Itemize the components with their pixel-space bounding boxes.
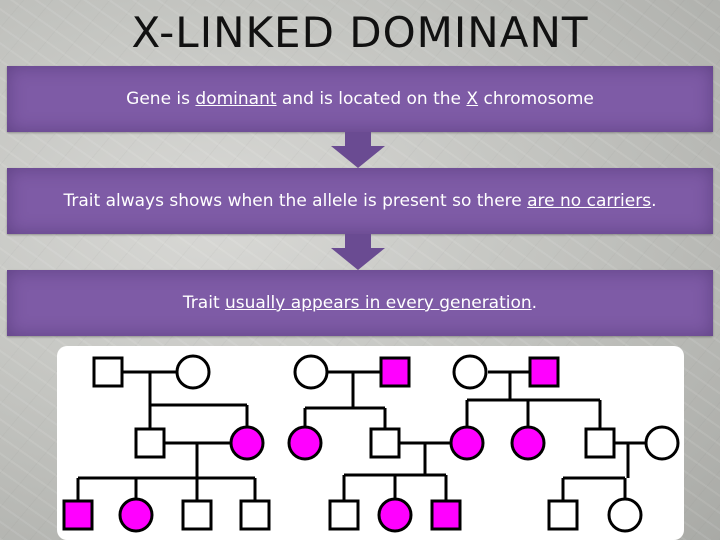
flow-box-every-generation: Trait usually appears in every generatio… bbox=[7, 270, 713, 336]
unaffected-male-square bbox=[584, 427, 616, 459]
unaffected-female-circle bbox=[452, 354, 488, 390]
pedigree-panel bbox=[57, 346, 684, 540]
flow-box-text: Gene is dominant and is located on the X… bbox=[126, 89, 594, 109]
down-arrow-icon bbox=[331, 234, 385, 270]
underlined-term: are no carriers bbox=[527, 191, 652, 211]
affected-male-square bbox=[62, 499, 94, 531]
flow-box-location: Gene is dominant and is located on the X… bbox=[7, 66, 713, 132]
flow-box-text: Trait always shows when the allele is pr… bbox=[64, 191, 657, 211]
pedigree-lines bbox=[76, 370, 646, 500]
underlined-term: dominant bbox=[195, 89, 277, 109]
text-segment: and is located on the bbox=[276, 89, 467, 109]
flow-box-text: Trait usually appears in every generatio… bbox=[183, 293, 537, 313]
affected-female-circle bbox=[449, 425, 485, 461]
affected-female-circle bbox=[510, 425, 546, 461]
pedigree-chart bbox=[62, 354, 680, 533]
unaffected-male-square bbox=[181, 499, 213, 531]
text-segment: chromosome bbox=[478, 89, 594, 109]
pedigree-symbols bbox=[62, 354, 680, 533]
text-segment: . bbox=[531, 293, 538, 313]
affected-female-circle bbox=[118, 497, 154, 533]
text-segment: . bbox=[651, 191, 657, 211]
flow-box-no-carriers: Trait always shows when the allele is pr… bbox=[7, 168, 713, 234]
unaffected-male-square bbox=[547, 499, 579, 531]
unaffected-male-square bbox=[92, 356, 124, 388]
underlined-term: X bbox=[466, 89, 479, 109]
unaffected-female-circle bbox=[644, 425, 680, 461]
unaffected-female-circle bbox=[607, 497, 643, 533]
unaffected-female-circle bbox=[293, 354, 329, 390]
unaffected-female-circle bbox=[175, 354, 211, 390]
unaffected-male-square bbox=[239, 499, 271, 531]
text-segment: Trait always shows when the allele is pr… bbox=[63, 191, 528, 211]
affected-female-circle bbox=[287, 425, 323, 461]
unaffected-male-square bbox=[328, 499, 360, 531]
affected-female-circle bbox=[377, 497, 413, 533]
affected-male-square bbox=[379, 356, 411, 388]
down-arrow-icon bbox=[331, 132, 385, 168]
text-segment: Gene is bbox=[126, 89, 196, 109]
affected-male-square bbox=[528, 356, 560, 388]
underlined-term: usually appears in every generation bbox=[225, 293, 532, 313]
affected-male-square bbox=[430, 499, 462, 531]
text-segment: Trait bbox=[182, 293, 226, 313]
slide-title: X-LINKED DOMINANT bbox=[131, 8, 589, 57]
unaffected-male-square bbox=[369, 427, 401, 459]
unaffected-male-square bbox=[134, 427, 166, 459]
affected-female-circle bbox=[229, 425, 265, 461]
